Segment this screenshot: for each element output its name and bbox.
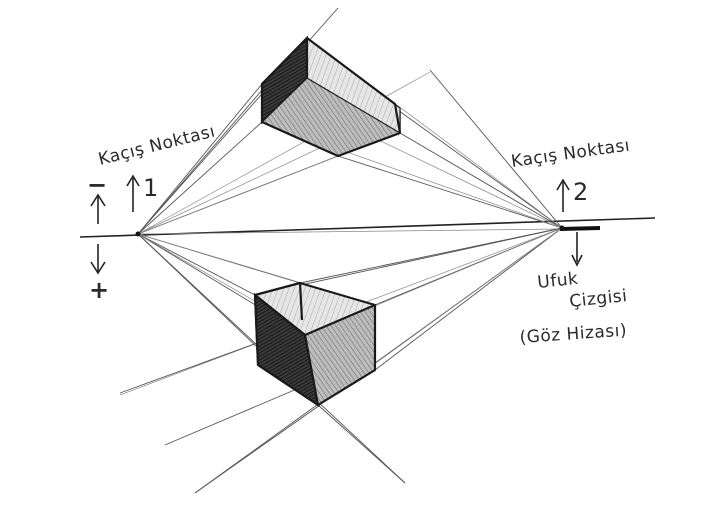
horizon-label-line3: (Göz Hizası) <box>519 321 628 348</box>
vp2-title: Kaçış Noktası <box>510 135 631 171</box>
minus-sign: − <box>87 171 107 199</box>
upper-box <box>260 35 402 158</box>
vp1-number: 1 <box>143 174 158 202</box>
horizon-label-line2: Çizgisi <box>568 286 628 312</box>
lower-box <box>253 281 377 408</box>
eye-level-indicator: − + <box>87 171 109 304</box>
vp1-arrow-head <box>126 174 140 187</box>
up-arrow-head-icon <box>90 193 106 207</box>
vp2-arrow-head <box>556 178 570 191</box>
down-arrow-head-icon <box>90 261 106 275</box>
vp2-number: 2 <box>573 178 588 206</box>
horizon-arrow-head <box>571 254 583 267</box>
horizon-label: Ufuk Çizgisi (Göz Hizası) <box>519 232 628 348</box>
vanishing-point-1-label: Kaçış Noktası 1 <box>96 121 217 212</box>
vanishing-point-2-label: Kaçış Noktası 2 <box>510 135 631 212</box>
horizon-label-line1: Ufuk <box>536 269 579 293</box>
plus-sign: + <box>89 276 109 304</box>
vanishing-point-2-dot <box>559 225 565 231</box>
vanishing-point-1-dot <box>135 231 141 237</box>
